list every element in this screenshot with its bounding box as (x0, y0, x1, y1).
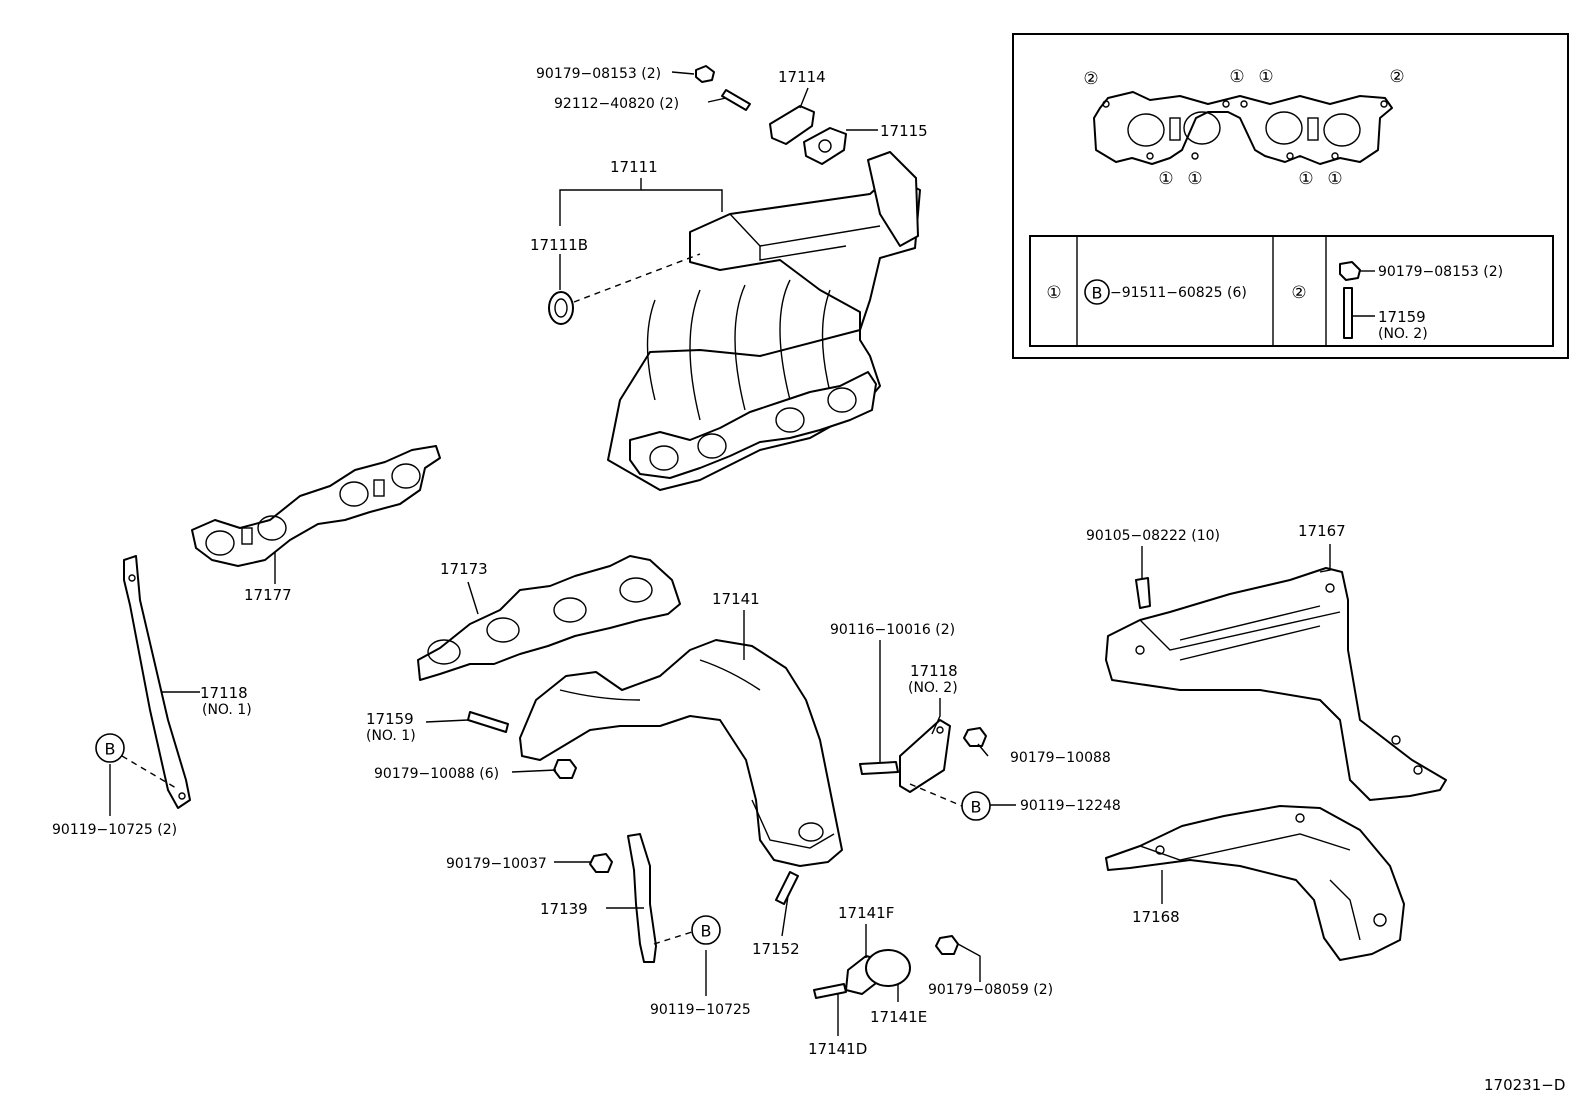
callout-b-low: B (691, 915, 721, 945)
stud-92112-40820-icon (721, 89, 751, 111)
label-17118-no2-sub: (NO. 2) (908, 680, 958, 696)
svg-text:B: B (105, 740, 116, 759)
legend-callout-b: B (1092, 284, 1103, 303)
nut-90179-10088-icon (963, 727, 987, 747)
stay-17118-no1-drawing (123, 555, 191, 809)
label-90179-08153: 90179−08153 (2) (536, 66, 661, 82)
nut-90179-08059-icon (935, 935, 959, 955)
legend-stud-icon (1343, 287, 1353, 339)
seal-ring-17111b-icon (548, 291, 574, 325)
label-17167: 17167 (1298, 522, 1346, 540)
gasket-17173-drawing (417, 555, 681, 681)
inset-marker-2-left: ② (1083, 69, 1098, 89)
nut-90179-08153-icon (695, 65, 715, 83)
label-17177: 17177 (244, 586, 292, 604)
legend-marker-2: ② (1291, 283, 1306, 303)
intake-manifold-drawing (548, 65, 921, 491)
leader-lines (109, 71, 1331, 1036)
label-17152: 17152 (752, 940, 800, 958)
stud-17152-icon (775, 871, 799, 905)
legend-part-91511: −91511−60825 (6) (1110, 285, 1247, 301)
label-17111: 17111 (610, 158, 658, 176)
stud-17159-no1-icon (467, 711, 509, 733)
gasket-17177-drawing (191, 445, 441, 567)
legend-part-17159: 17159 (1378, 308, 1426, 326)
legend-callout-b-circle (1084, 279, 1110, 305)
gasket-cover-17141-drawing (813, 935, 959, 999)
label-92112-40820: 92112−40820 (2) (554, 96, 679, 112)
bolt-90105-08222-icon (1135, 577, 1151, 609)
inset-marker-1d: ① (1187, 169, 1202, 189)
nut-90179-10088-6-icon (553, 759, 577, 779)
diagram-code: 170231−D (1484, 1076, 1565, 1094)
legend-part-90179-08153: 90179−08153 (2) (1378, 264, 1503, 280)
gasket-17115-icon (803, 127, 847, 165)
legend-marker-1: ① (1046, 283, 1061, 303)
label-90119-10725: 90119−10725 (650, 1002, 751, 1018)
label-17141f: 17141F (838, 904, 894, 922)
plate-17141e-icon (865, 949, 911, 987)
label-90105-08222: 90105−08222 (10) (1086, 528, 1220, 544)
part-labels: 90179−08153 (2) 92112−40820 (2) 17114 17… (52, 66, 1565, 1094)
svg-text:B: B (701, 922, 712, 941)
svg-text:B: B (971, 798, 982, 817)
exhaust-manifold-17141-drawing (467, 639, 843, 867)
label-17168: 17168 (1132, 908, 1180, 926)
inset-marker-1c: ① (1158, 169, 1173, 189)
label-90179-10037: 90179−10037 (446, 856, 547, 872)
stud-17141d-icon (813, 983, 847, 999)
label-17141d: 17141D (808, 1040, 867, 1058)
label-17118-no1-sub: (NO. 1) (202, 702, 252, 718)
nut-90179-10037-icon (589, 853, 613, 873)
label-17159-no1-sub: (NO. 1) (366, 728, 416, 744)
label-17118-no2: 17118 (910, 662, 958, 680)
inset-marker-1b: ① (1258, 67, 1273, 87)
label-17118-no1: 17118 (200, 684, 248, 702)
gasket-17114-icon (769, 105, 815, 145)
inset-marker-2-right: ② (1389, 67, 1404, 87)
heat-insulator-17168-drawing (1105, 805, 1405, 961)
inset-frame (1012, 33, 1569, 359)
inset-detail: ② ① ① ② ① ① ① ① ① B −91511−60825 (6) ② 9… (1012, 33, 1569, 359)
label-17114: 17114 (778, 68, 826, 86)
label-17141e: 17141E (870, 1008, 927, 1026)
inset-legend-table: ① B −91511−60825 (6) ② 90179−08153 (2) 1… (1029, 235, 1554, 347)
inset-marker-1a: ① (1229, 67, 1244, 87)
label-17139: 17139 (540, 900, 588, 918)
label-17141: 17141 (712, 590, 760, 608)
label-17115: 17115 (880, 122, 928, 140)
stud-90116-10016-icon (859, 761, 899, 775)
label-17173: 17173 (440, 560, 488, 578)
label-90119-12248: 90119−12248 (1020, 798, 1121, 814)
label-90116-10016: 90116−10016 (2) (830, 622, 955, 638)
callout-b-left: B (95, 733, 125, 763)
stay-17139-drawing (589, 833, 799, 963)
label-90119-10725-2: 90119−10725 (2) (52, 822, 177, 838)
label-90179-10088: 90179−10088 (1010, 750, 1111, 766)
label-17111b: 17111B (530, 236, 588, 254)
callout-b-mid: B (961, 791, 991, 821)
legend-part-17159-sub: (NO. 2) (1378, 326, 1428, 342)
label-17159-no1: 17159 (366, 710, 414, 728)
inset-gasket-drawing (1093, 91, 1393, 165)
heat-insulator-17167-drawing (1105, 567, 1447, 801)
inset-marker-1e: ① (1298, 169, 1313, 189)
label-90179-08059: 90179−08059 (2) (928, 982, 1053, 998)
inset-marker-1f: ① (1327, 169, 1342, 189)
legend-nut-icon (1339, 261, 1361, 281)
stay-17118-no2-drawing (859, 719, 987, 793)
label-90179-10088-6: 90179−10088 (6) (374, 766, 499, 782)
